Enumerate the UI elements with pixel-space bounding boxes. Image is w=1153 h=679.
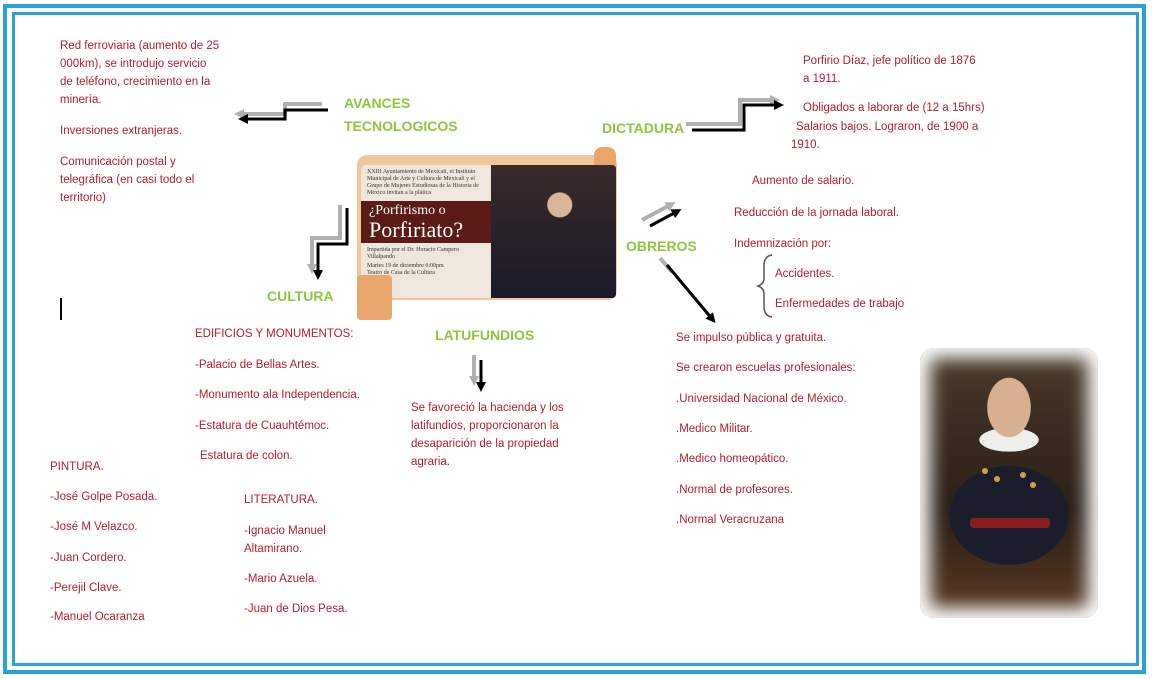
avances-heading-line2: TECNOLOGICOS: [344, 118, 458, 134]
indemnizacion-brace: [755, 254, 773, 318]
porfiriato-poster-image: XXIII Ayuntamiento de Mexicali, el Insti…: [357, 147, 617, 320]
avances-heading-line1: AVANCES: [344, 95, 411, 111]
literatura-item-3: -Mario Azuela.: [244, 573, 318, 585]
education-item-4: .Medico Militar.: [676, 423, 753, 435]
obreros-item-1: Aumento de salario.: [752, 175, 855, 187]
poster-organizers-text: XXIII Ayuntamiento de Mexicali, el Insti…: [367, 169, 479, 196]
cultura-heading: CULTURA: [267, 288, 334, 304]
pintura-item-6: -Manuel Ocaranza: [50, 611, 145, 623]
poster-title-line1: ¿Porfirismo o: [369, 203, 446, 218]
pintura-item-2: -José Golpe Posada.: [50, 491, 158, 503]
dictadura-arrow-black: [692, 100, 784, 132]
education-item-2: Se crearon escuelas profesionales:: [676, 362, 856, 374]
pintura-item-3: -José M Velazco.: [50, 521, 138, 533]
poster-content: XXIII Ayuntamiento de Mexicali, el Insti…: [361, 165, 616, 298]
avances-item-3: Comunicación postal y telegráfica (en ca…: [60, 156, 195, 204]
education-item-5: .Medico homeopático.: [676, 453, 789, 465]
dictadura-line-3: Obligados a laborar de (12 a 15hrs): [803, 102, 985, 114]
obreros-arrow-gray: [641, 202, 676, 222]
poster-speaker-text: Impartida por el Dr. Horacio Campero Vil…: [367, 247, 459, 260]
education-arrow-black: [665, 264, 716, 324]
poster-scroll-bottom: [357, 275, 392, 320]
portrait-medal: [982, 468, 988, 474]
cultura-arrow-gray: [307, 205, 342, 274]
poster-title-band: [361, 201, 491, 243]
dictadura-arrow-gray: [686, 95, 780, 126]
dictadura-line-1: Porfirio Díaz, jefe político de 1876: [803, 55, 976, 67]
monumentos-item-1: EDIFICIOS Y MONUMENTOS:: [195, 328, 354, 340]
pintura-item-5: -Perejil Clave.: [50, 582, 122, 594]
monumentos-item-3: -Monumento ala Independencia.: [195, 389, 360, 401]
obreros-sub-item-1: Accidentes.: [775, 268, 835, 280]
obreros-heading: OBREROS: [626, 238, 697, 254]
portrait-medal: [1020, 472, 1026, 478]
cultura-arrow-black: [313, 208, 349, 280]
monumentos-item-2: -Palacio de Bellas Artes.: [195, 359, 320, 371]
education-item-1: Se impulso pública y gratuita.: [676, 332, 827, 344]
obreros-item-3: Indemnización por:: [734, 238, 832, 250]
pintura-item-4: -Juan Cordero.: [50, 552, 127, 564]
portrait-medal: [994, 476, 1000, 482]
inner-frame: [12, 12, 1139, 666]
education-item-6: .Normal de profesores.: [676, 484, 793, 496]
avances-item-2: Inversiones extranjeras.: [60, 125, 183, 137]
dictadura-line-5: 1910.: [791, 139, 820, 151]
outer-frame: [3, 4, 1146, 674]
poster-title-line2: Porfiriato?: [369, 217, 464, 242]
literatura-item-2: -Ignacio Manuel Altamirano.: [244, 525, 326, 555]
text-cursor: [60, 298, 62, 320]
obreros-arrow-black: [649, 209, 682, 228]
education-item-7: .Normal Veracruzana: [676, 514, 785, 526]
poster-portrait-image: [491, 165, 616, 298]
literatura-item-4: -Juan de Dios Pesa.: [244, 603, 348, 615]
porfirio-diaz-portrait: [920, 348, 1098, 618]
monumentos-item-4: -Estatura de Cuauhtémoc.: [195, 420, 330, 432]
avances-item-1: Red ferroviaria (aumento de 25 000km), s…: [60, 40, 220, 106]
obreros-sub-item-2: Enfermedades de trabajo: [775, 298, 905, 310]
dictadura-line-2: a 1911.: [803, 73, 841, 85]
obreros-item-2: Reducción de la jornada laboral.: [734, 207, 899, 219]
dictadura-heading: DICTADURA: [602, 120, 685, 136]
portrait-medal: [1030, 482, 1036, 488]
education-item-3: .Universidad Nacional de México.: [676, 393, 847, 405]
latufundios-heading: LATUFUNDIOS: [435, 327, 535, 343]
monumentos-item-5: Estatura de colon.: [200, 450, 293, 462]
portrait-sash: [970, 518, 1050, 528]
dictadura-line-4: Salarios bajos. Lograron, de 1900 a: [796, 121, 979, 133]
avances-arrow-black: [238, 108, 328, 124]
literatura-item-1: LITERATURA.: [244, 494, 318, 506]
poster-date-text: Martes 19 de diciembre 6:00pm Teatro de …: [367, 263, 444, 276]
latufundios-text: Se favoreció la hacienda y los latifundi…: [411, 402, 564, 468]
pintura-item-1: PINTURA.: [50, 461, 104, 473]
